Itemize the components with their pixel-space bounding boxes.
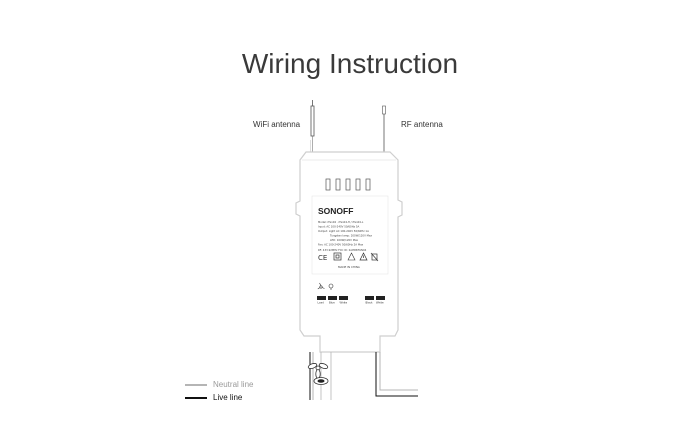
svg-text:Input: AC 100-240V 50/60Hz 5A: Input: AC 100-240V 50/60Hz 5A xyxy=(318,225,359,229)
neutral-line-label: Neutral line xyxy=(213,380,254,389)
vent-slots xyxy=(325,178,371,191)
svg-text:White: White xyxy=(340,301,348,305)
live-line-label: Live line xyxy=(213,393,243,402)
light-bulb-icon xyxy=(313,377,329,385)
svg-text:Load: Load xyxy=(318,301,325,305)
svg-text:Output: Light AC 100-240V 50/6: Output: Light AC 100-240V 50/60Hz 1A xyxy=(318,229,369,233)
sonoff-device: SONOFF Model: iFan04 · iFan04-H / iFan04… xyxy=(295,151,403,353)
fan-light-icons xyxy=(317,282,334,290)
wifi-antenna xyxy=(310,100,315,160)
svg-text:Tungsten lamp: 200W/120V Max: Tungsten lamp: 200W/120V Max xyxy=(330,234,373,238)
svg-text:Fan: AC 100-240V 50/60Hz 2A Ma: Fan: AC 100-240V 50/60Hz 2A Max xyxy=(318,243,364,247)
fan-icon xyxy=(307,363,329,379)
svg-text:RF: 433.92MHz FCC ID:: RF: 433.92MHz FCC ID: 2APN5IFAN04 xyxy=(318,248,367,252)
spec-text: Model: iFan04 · iFan04-H / iFan04-L Inpu… xyxy=(318,220,373,252)
output-wires xyxy=(309,352,332,400)
terminal-block-right: Black White xyxy=(365,296,385,305)
svg-text:Model: iFan04 · iFan04-H / iFa: Model: iFan04 · iFan04-H / iFan04-L xyxy=(318,220,364,224)
made-in-label: MADE IN CHINA xyxy=(338,265,360,269)
svg-text:Black: Black xyxy=(366,301,374,305)
svg-text:Blue: Blue xyxy=(329,301,335,305)
rf-antenna-label: RF antenna xyxy=(401,120,443,129)
input-wires xyxy=(375,352,418,397)
svg-text:White: White xyxy=(376,301,384,305)
wifi-antenna-label: WiFi antenna xyxy=(253,120,301,129)
rf-antenna xyxy=(382,105,386,160)
page-title: Wiring Instruction xyxy=(241,48,459,79)
terminal-block-left: Load Blue White xyxy=(317,296,348,305)
svg-text:CE: CE xyxy=(318,254,327,262)
certification-icons: CE xyxy=(318,252,379,262)
svg-text:LED: 100W/120V Max: LED: 100W/120V Max xyxy=(330,238,359,242)
brand-logo: SONOFF xyxy=(318,206,353,216)
